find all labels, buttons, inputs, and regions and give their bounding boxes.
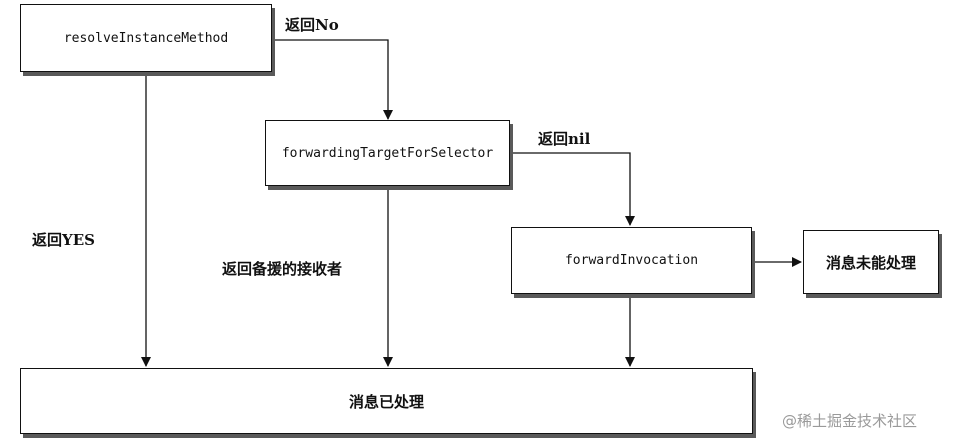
- edge-label-return-no: 返回No: [285, 16, 339, 34]
- node-message-handled-label: 消息已处理: [348, 392, 424, 411]
- node-forward-invocation: forwardInvocation: [511, 227, 752, 294]
- node-resolve-instance-method-label: resolveInstanceMethod: [63, 30, 229, 46]
- node-message-not-handled: 消息未能处理: [803, 230, 939, 294]
- node-forwarding-target-for-selector: forwardingTargetForSelector: [265, 120, 510, 186]
- node-message-not-handled-label: 消息未能处理: [825, 253, 916, 272]
- edge-label-return-yes: 返回YES: [32, 231, 95, 249]
- edge-label-return-backup-receiver: 返回备援的接收者: [222, 260, 343, 278]
- edge-label-return-nil: 返回nil: [538, 130, 591, 148]
- node-resolve-instance-method: resolveInstanceMethod: [20, 4, 272, 72]
- node-forward-invocation-label: forwardInvocation: [564, 253, 699, 268]
- node-forwarding-target-label: forwardingTargetForSelector: [281, 145, 494, 161]
- edge-return-no-arrow: [272, 39, 393, 120]
- edge-return-nil-arrow: [510, 152, 635, 226]
- node-message-handled: 消息已处理: [20, 368, 753, 434]
- watermark: @稀土掘金技术社区: [782, 412, 918, 430]
